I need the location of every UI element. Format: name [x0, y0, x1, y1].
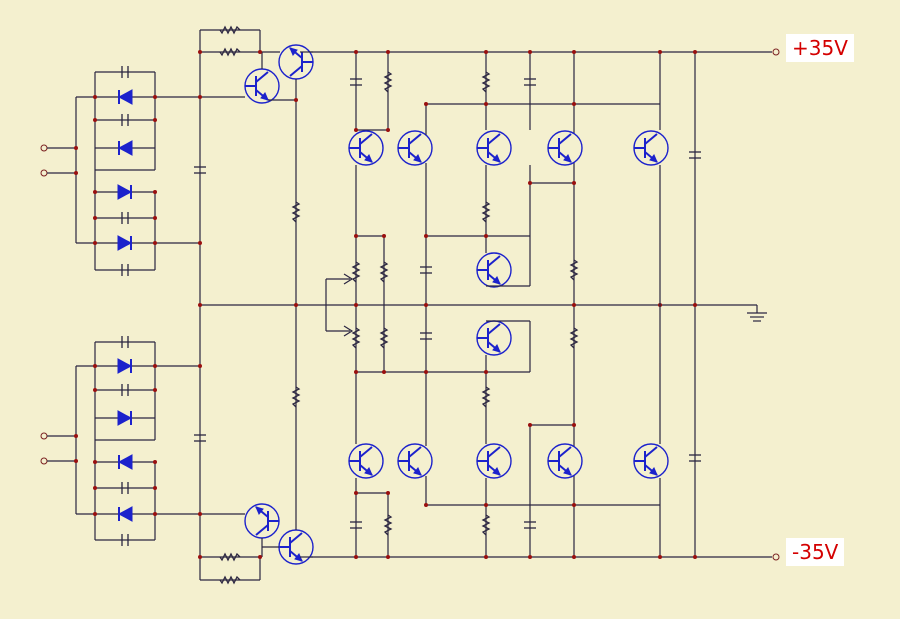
npn-transistor-icon	[348, 130, 384, 166]
diode-icon	[118, 140, 133, 156]
input-terminal-icon	[40, 169, 48, 177]
negative-terminal-icon	[772, 553, 780, 561]
input-terminal-icon	[40, 432, 48, 440]
npn-transistor-icon	[547, 130, 583, 166]
diode-icon	[118, 506, 133, 522]
diode-icon	[117, 410, 132, 426]
positive-rail	[300, 48, 780, 56]
diode-icon	[118, 454, 133, 470]
npn-transistor-icon	[348, 443, 384, 479]
input-stage-bottom	[40, 335, 200, 547]
ground-rail	[200, 304, 767, 322]
npn-transistor-icon	[397, 130, 433, 166]
npn-transistor-icon	[476, 320, 512, 356]
npn-transistor-icon	[244, 503, 280, 539]
npn-transistor-icon	[476, 443, 512, 479]
npn-transistor-icon	[547, 443, 583, 479]
npn-transistor-icon	[633, 130, 669, 166]
diode-icon	[117, 235, 132, 251]
amplifier-core	[325, 50, 702, 559]
npn-transistor-icon	[397, 443, 433, 479]
npn-transistor-icon	[278, 44, 314, 80]
input-terminal-icon	[40, 144, 48, 152]
npn-transistor-icon	[244, 68, 280, 104]
npn-transistor-icon	[278, 529, 314, 565]
supply-regulator-bottom	[193, 303, 314, 584]
positive-terminal-icon	[772, 48, 780, 56]
negative-rail-label: -35V	[786, 538, 845, 566]
input-terminal-icon	[40, 457, 48, 465]
input-stage-top	[40, 65, 200, 277]
npn-transistor-icon	[476, 252, 512, 288]
positive-rail-label: +35V	[786, 34, 854, 62]
diode-icon	[118, 89, 133, 105]
npn-transistor-icon	[476, 130, 512, 166]
supply-regulator-top	[193, 26, 314, 305]
negative-rail	[300, 553, 780, 561]
npn-transistor-icon	[633, 443, 669, 479]
diode-icon	[117, 358, 132, 374]
diode-icon	[117, 184, 132, 200]
ground-icon	[747, 305, 767, 322]
